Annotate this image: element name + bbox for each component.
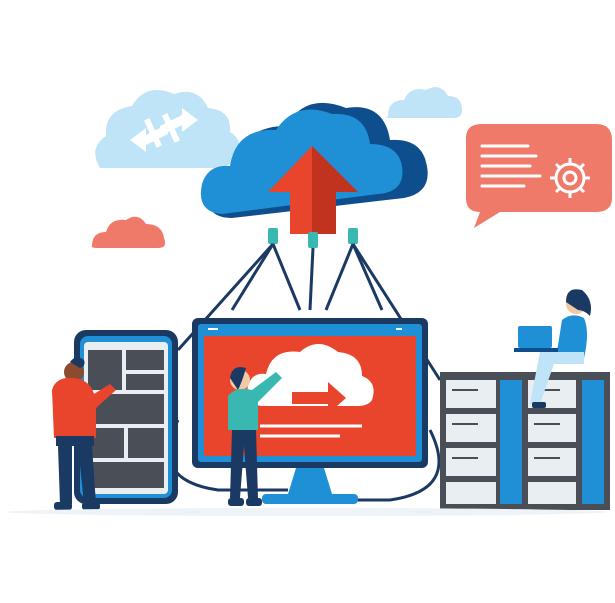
ground-shadow <box>7 508 607 516</box>
sync-cloud <box>95 90 240 168</box>
cloud-upload-icon <box>268 146 358 234</box>
laptop-icon <box>514 326 558 352</box>
smartphone-icon <box>74 330 178 504</box>
gear-icon <box>550 158 590 198</box>
chat-bubble-icon <box>466 124 612 228</box>
monitor-icon <box>192 318 428 504</box>
small-cloud-top-right <box>386 87 462 118</box>
person-woman-monitor <box>228 367 282 506</box>
cable-connectors <box>268 228 358 248</box>
person-woman-laptop <box>514 289 591 408</box>
server-rack-icon <box>440 372 610 510</box>
person-man-phone <box>52 357 116 510</box>
sync-arrows-icon <box>130 108 198 152</box>
main-cloud <box>200 102 428 234</box>
small-cloud-left <box>91 216 166 248</box>
